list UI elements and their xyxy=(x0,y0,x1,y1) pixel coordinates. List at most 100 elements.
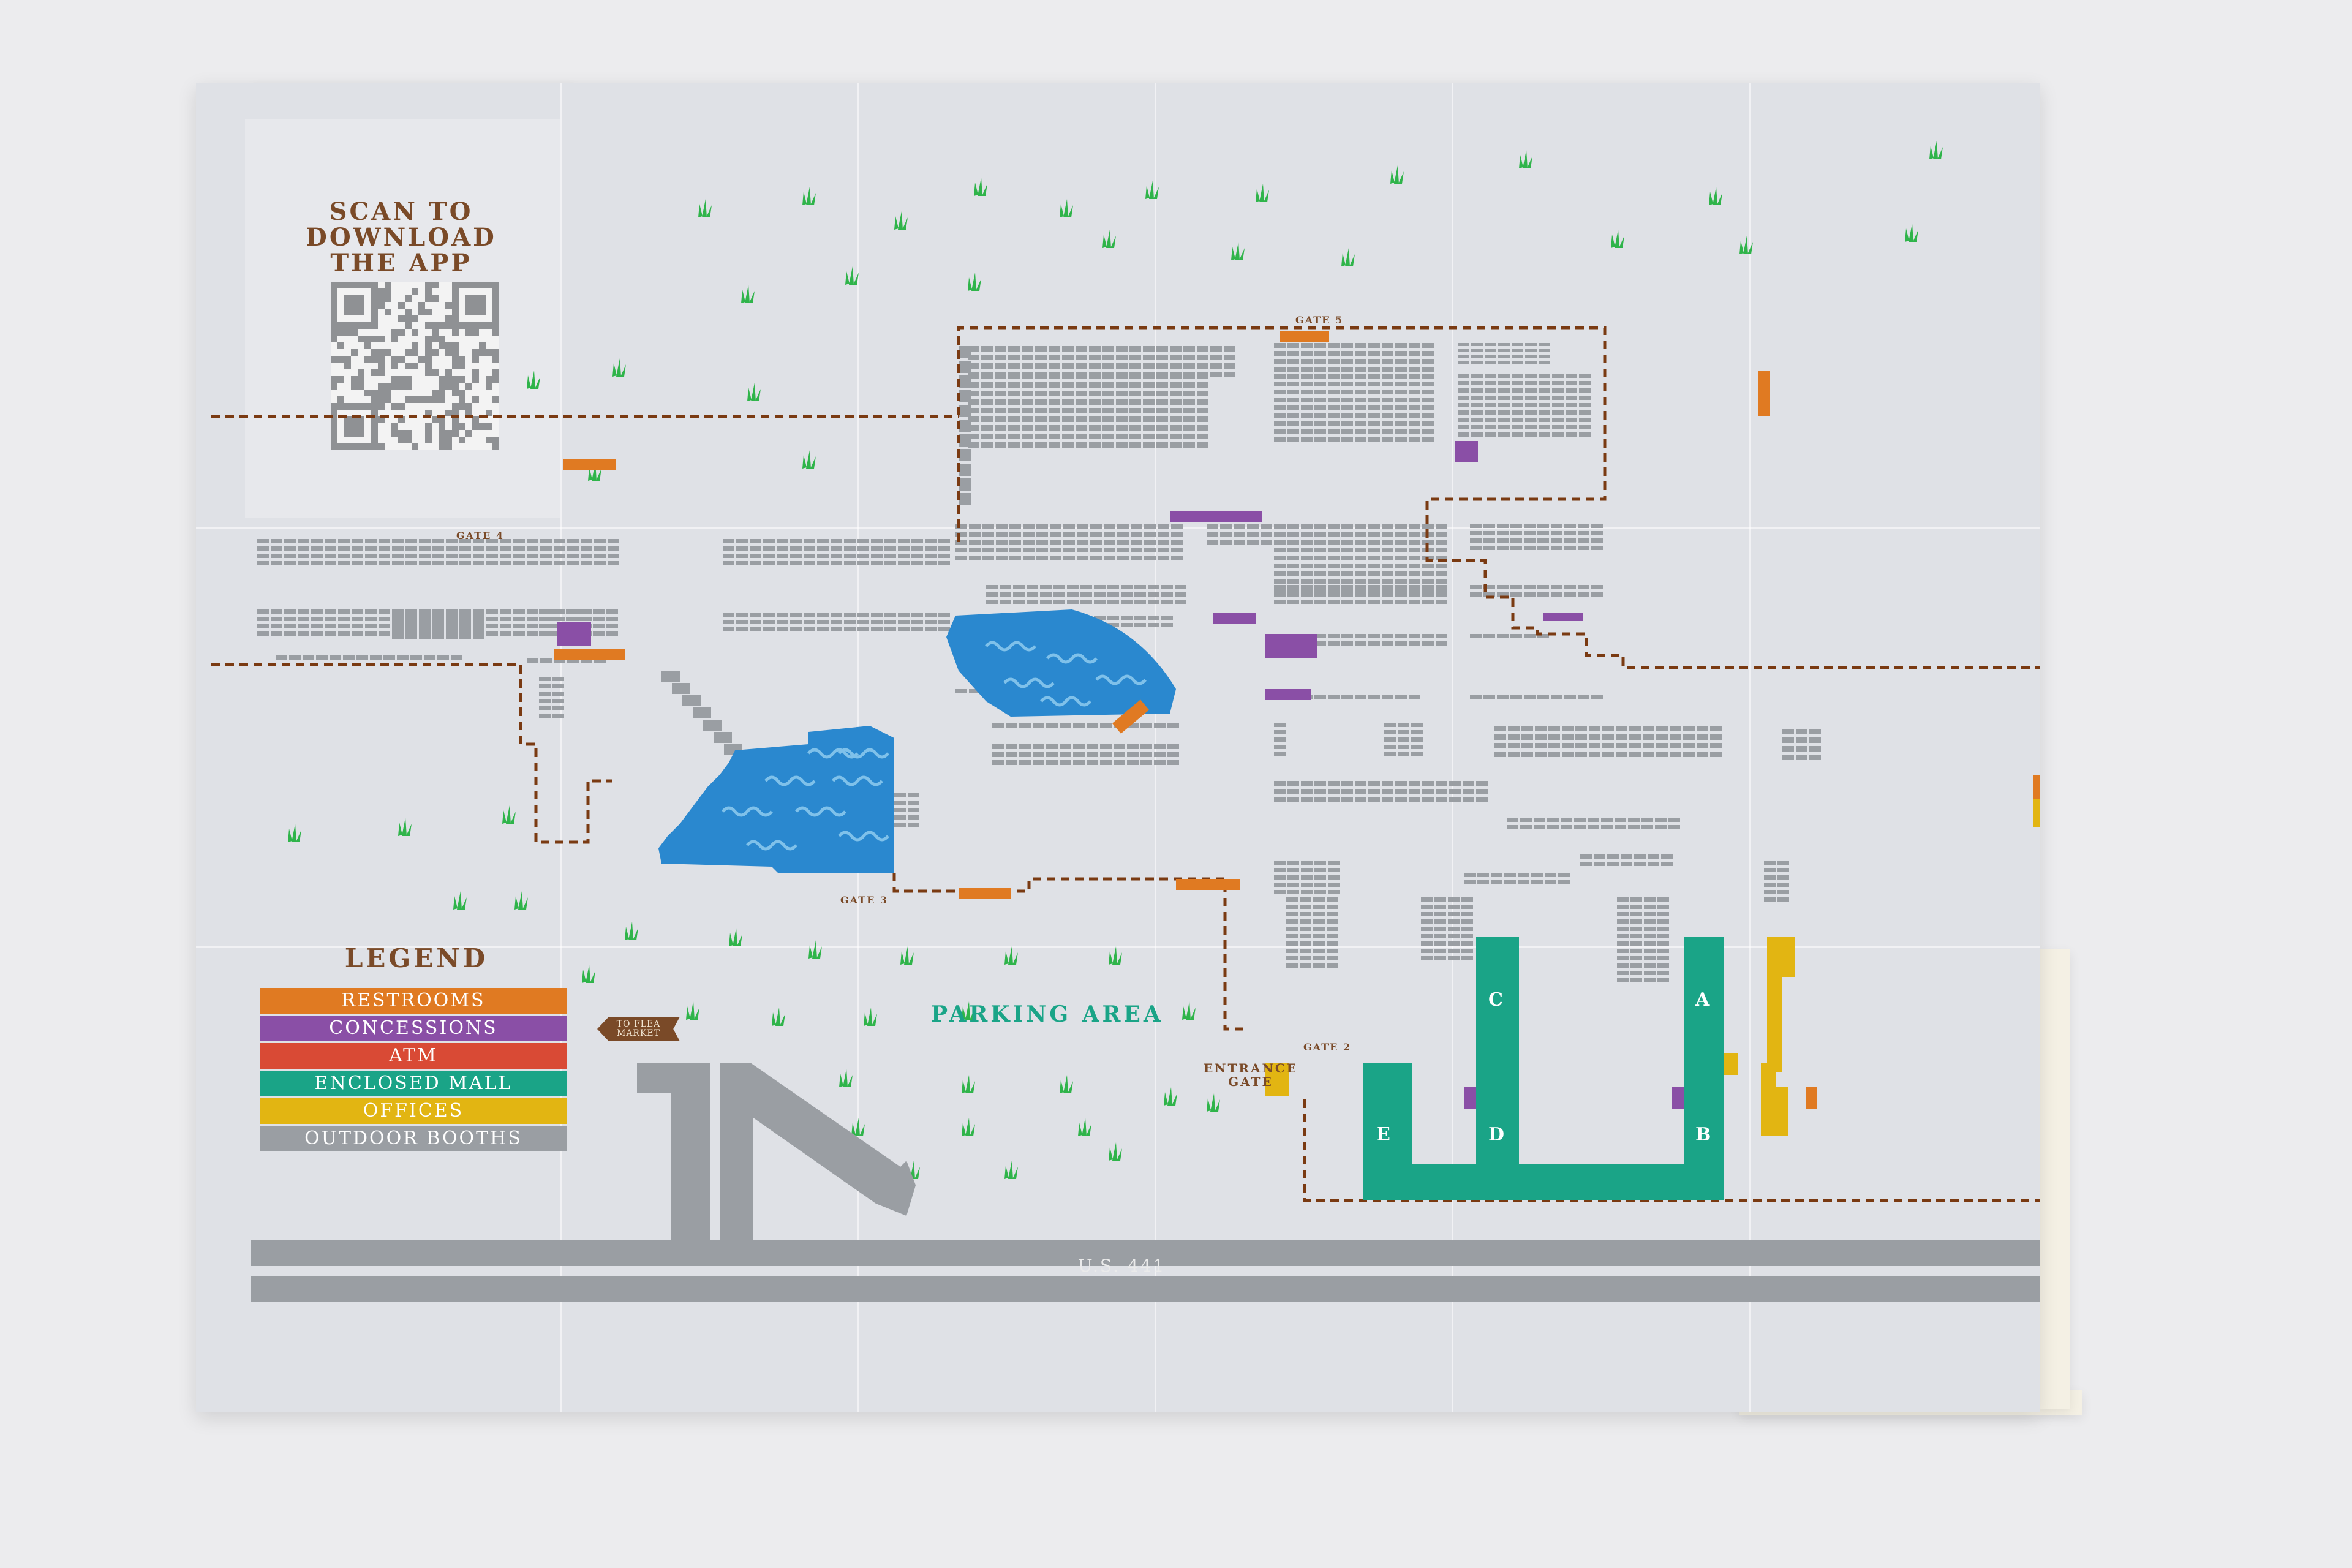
booth xyxy=(777,612,788,617)
booth xyxy=(1422,579,1434,584)
booth xyxy=(1539,361,1550,364)
booth xyxy=(1630,941,1642,946)
office-marker[interactable] xyxy=(1265,1063,1289,1096)
booth xyxy=(1022,408,1033,413)
booth xyxy=(579,609,591,614)
booth xyxy=(1395,413,1407,418)
booth xyxy=(1520,818,1532,822)
booth xyxy=(1247,532,1259,537)
concession-marker[interactable] xyxy=(1265,689,1311,700)
restroom-marker[interactable] xyxy=(1112,699,1150,734)
booth xyxy=(1368,390,1380,394)
office-building[interactable] xyxy=(1761,937,1795,1136)
booth xyxy=(992,723,1004,728)
booth xyxy=(1077,540,1088,545)
concession-marker[interactable] xyxy=(1455,441,1478,462)
concession-marker[interactable] xyxy=(1213,612,1256,624)
restroom-marker[interactable] xyxy=(564,459,616,470)
concession-marker[interactable] xyxy=(1265,634,1317,658)
office-marker[interactable] xyxy=(1724,1054,1738,1075)
legend-enclosed-mall[interactable]: ENCLOSED MALL xyxy=(260,1071,567,1096)
booth xyxy=(1341,374,1353,379)
concession-marker[interactable] xyxy=(1544,612,1583,621)
booth xyxy=(1129,442,1141,448)
booth xyxy=(1287,359,1299,364)
restroom-marker[interactable] xyxy=(1176,879,1240,890)
booth xyxy=(1161,585,1173,589)
booth xyxy=(1049,374,1060,379)
booth xyxy=(858,627,869,631)
legend-outdoor-booths[interactable]: OUTDOOR BOOTHS xyxy=(260,1126,567,1152)
booth xyxy=(356,655,368,660)
legend-offices[interactable]: OFFICES xyxy=(260,1098,567,1124)
office-marker[interactable] xyxy=(2034,799,2040,827)
booth xyxy=(554,546,565,551)
booth xyxy=(1485,349,1496,352)
grass-tuft-icon xyxy=(1005,1161,1018,1179)
booth xyxy=(352,554,363,558)
restroom-marker[interactable] xyxy=(554,649,625,660)
booth xyxy=(992,744,1004,749)
booth xyxy=(1274,524,1286,529)
booth xyxy=(1630,971,1642,975)
qr-code-icon[interactable] xyxy=(331,282,499,450)
booth xyxy=(723,561,734,565)
booth xyxy=(392,554,404,558)
booth xyxy=(1161,600,1173,604)
restroom-marker[interactable] xyxy=(1758,371,1770,417)
booth xyxy=(1019,752,1031,757)
booth xyxy=(1104,532,1115,537)
booth xyxy=(1077,548,1088,552)
booth xyxy=(1421,927,1433,931)
booth xyxy=(1764,897,1776,902)
booth xyxy=(1710,743,1722,748)
booth xyxy=(763,561,775,565)
booth xyxy=(898,554,910,558)
legend-concessions[interactable]: CONCESSIONS xyxy=(260,1016,567,1041)
booth xyxy=(1328,367,1340,372)
booth xyxy=(969,556,981,560)
arrow-sign-icon[interactable]: TO FLEA MARKET xyxy=(597,1017,680,1041)
booth xyxy=(1461,905,1473,909)
booth xyxy=(1117,556,1129,560)
booth xyxy=(1630,919,1642,924)
booth xyxy=(723,539,734,543)
enclosed-mall[interactable] xyxy=(1363,937,1724,1200)
booth xyxy=(1140,744,1152,749)
booth xyxy=(1341,532,1353,537)
legend-atm[interactable]: ATM xyxy=(260,1043,567,1069)
booth xyxy=(1274,600,1286,604)
booth xyxy=(594,554,606,558)
grass-tuft-icon xyxy=(1740,236,1753,254)
booth xyxy=(1183,374,1195,379)
legend-restrooms[interactable]: RESTROOMS xyxy=(260,988,567,1014)
booth xyxy=(1525,388,1537,393)
booth xyxy=(1286,941,1298,946)
booth xyxy=(1156,382,1168,388)
restroom-marker[interactable] xyxy=(959,888,1011,899)
booth xyxy=(1274,405,1286,410)
booth xyxy=(959,434,971,447)
booth xyxy=(938,546,950,551)
booth xyxy=(1809,729,1821,734)
restroom-marker[interactable] xyxy=(1280,331,1329,342)
concession-marker[interactable] xyxy=(557,622,591,646)
restroom-marker[interactable] xyxy=(1806,1087,1817,1109)
restroom-marker[interactable] xyxy=(2034,775,2040,799)
booth xyxy=(1485,403,1496,407)
booth xyxy=(608,561,619,565)
booth xyxy=(956,524,967,529)
booth xyxy=(271,539,282,543)
booth xyxy=(1287,883,1299,887)
booth xyxy=(1274,883,1286,887)
booth xyxy=(405,617,417,621)
booth xyxy=(1006,752,1017,757)
concession-marker[interactable] xyxy=(1170,511,1262,522)
booth xyxy=(1602,752,1614,757)
booth xyxy=(1575,743,1587,748)
booth xyxy=(1657,927,1669,931)
booth xyxy=(1436,556,1447,560)
booth xyxy=(1497,592,1509,597)
booth xyxy=(1656,752,1668,757)
booth xyxy=(1355,781,1366,786)
